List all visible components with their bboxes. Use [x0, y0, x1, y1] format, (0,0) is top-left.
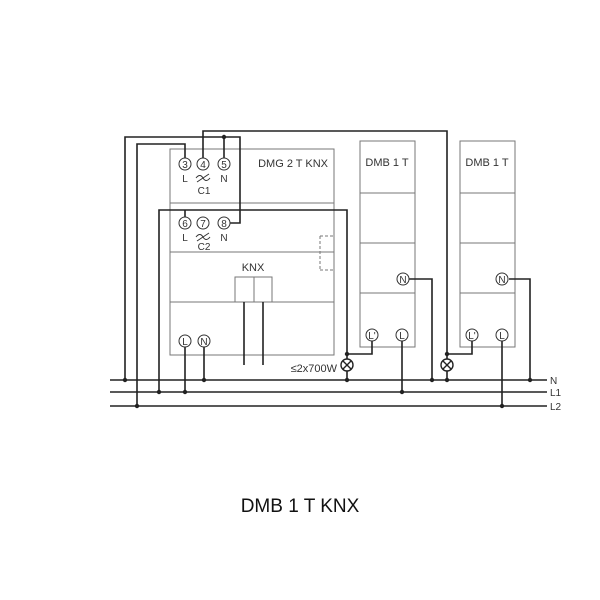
- svg-text:N: N: [498, 275, 505, 286]
- dimmer-icon: [195, 232, 211, 242]
- dmb2-device: DMB 1 T: [459, 140, 516, 348]
- svg-text:L: L: [182, 174, 188, 185]
- dmg-device: DMG 2 T KNX KNX: [169, 148, 335, 356]
- svg-text:L: L: [182, 337, 188, 348]
- svg-text:L: L: [399, 331, 405, 342]
- bus-label-n: N: [550, 376, 557, 387]
- svg-text:C1: C1: [198, 186, 211, 197]
- svg-text:3: 3: [182, 160, 188, 171]
- lamp-icon: [340, 358, 354, 372]
- bus-label-l1: L1: [550, 388, 562, 399]
- svg-text:6: 6: [182, 219, 188, 230]
- svg-text:N: N: [200, 337, 207, 348]
- svg-text:8: 8: [221, 219, 227, 230]
- junction-dots: [122, 134, 533, 409]
- lamp-icon: [440, 358, 454, 372]
- diagram-caption: DMB 1 T KNX: [240, 496, 360, 517]
- knx-terminal: [253, 276, 273, 303]
- load-rating: ≤2x700W: [291, 363, 338, 375]
- dimmer-icon: [195, 173, 211, 183]
- svg-text:L: L: [499, 331, 505, 342]
- dmg-title: DMG 2 T KNX: [258, 158, 329, 170]
- svg-text:5: 5: [221, 160, 227, 171]
- svg-text:N: N: [399, 275, 406, 286]
- dmb1-title: DMB 1 T: [365, 157, 408, 169]
- svg-text:L: L: [182, 233, 188, 244]
- svg-text:L': L': [468, 331, 476, 342]
- knx-terminal: [234, 276, 255, 303]
- svg-text:C2: C2: [198, 242, 211, 253]
- bus-label-l2: L2: [550, 402, 562, 413]
- svg-text:N: N: [220, 233, 227, 244]
- svg-text:N: N: [220, 174, 227, 185]
- dmg-terminals: 3 4 5 6 7 8 L N C1 L N C2 L N: [178, 157, 231, 348]
- knx-label: KNX: [242, 262, 265, 274]
- svg-text:7: 7: [200, 219, 206, 230]
- dmb2-title: DMB 1 T: [465, 157, 508, 169]
- dashed-bracket: [319, 235, 334, 271]
- dmb-terminals: N L' L N L' L: [365, 272, 509, 342]
- wires: [110, 130, 547, 407]
- svg-text:4: 4: [200, 160, 206, 171]
- svg-text:L': L': [368, 331, 376, 342]
- dmb1-device: DMB 1 T: [359, 140, 416, 348]
